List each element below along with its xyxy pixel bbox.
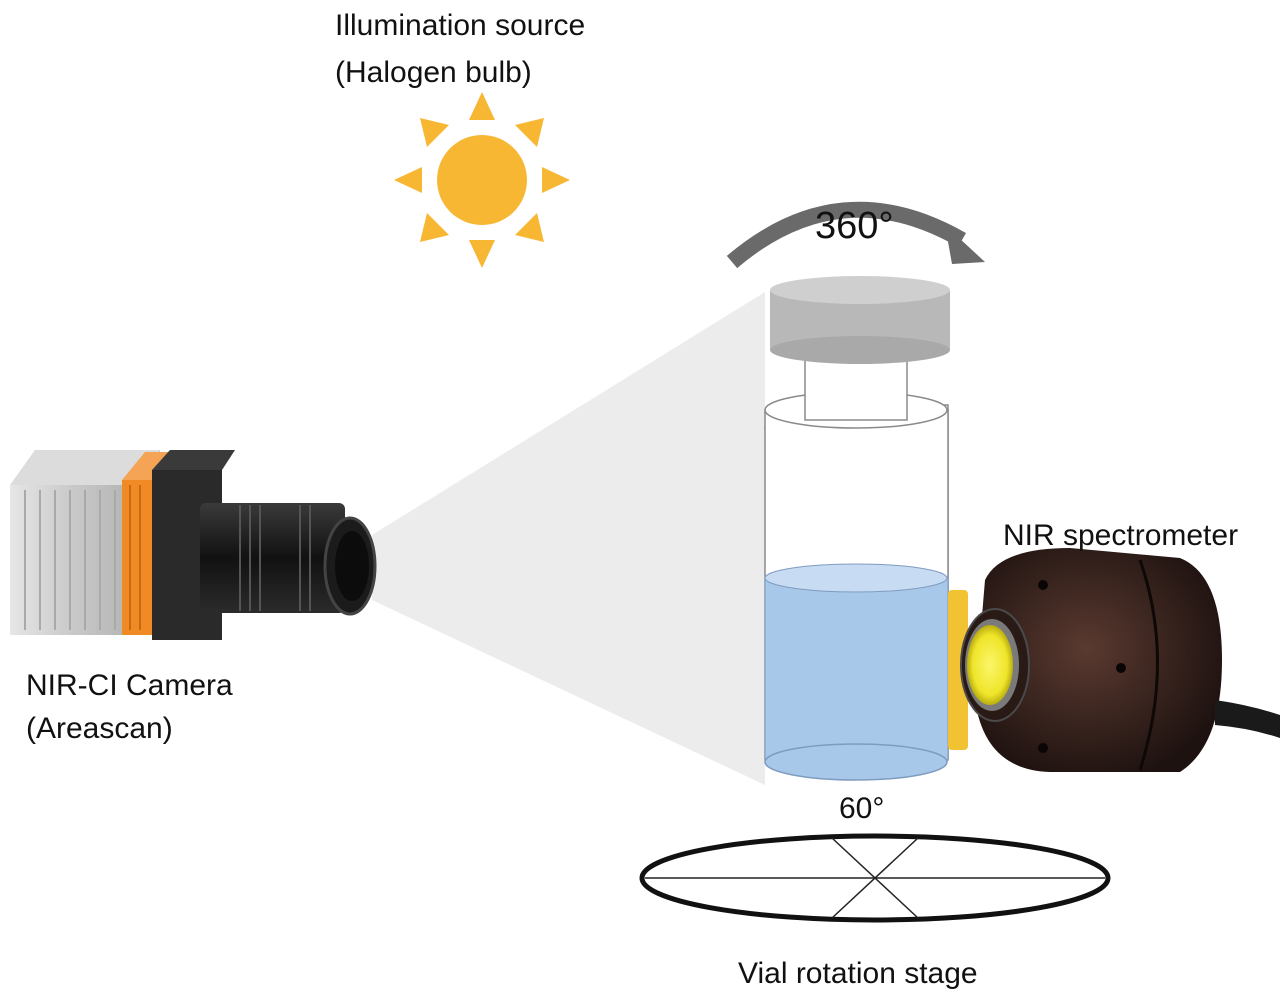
camera-view-beam xyxy=(372,292,765,785)
rotation-stage xyxy=(639,833,1111,923)
camera-sub-label: (Areascan) xyxy=(26,712,173,745)
stage-label: Vial rotation stage xyxy=(738,957,978,990)
illumination-sub-label: (Halogen bulb) xyxy=(335,56,532,89)
stage-angle-label: 60° xyxy=(839,792,884,825)
rotation-angle-label: 360° xyxy=(815,205,894,247)
sun-icon xyxy=(394,92,570,268)
spectrometer-icon xyxy=(948,548,1280,772)
camera-label: NIR-CI Camera xyxy=(26,669,233,702)
rotation-arrow-icon xyxy=(726,201,985,269)
illumination-label: Illumination source xyxy=(335,9,585,42)
vial xyxy=(764,276,950,781)
spectrometer-label: NIR spectrometer xyxy=(1003,519,1238,552)
camera-icon xyxy=(10,450,377,640)
